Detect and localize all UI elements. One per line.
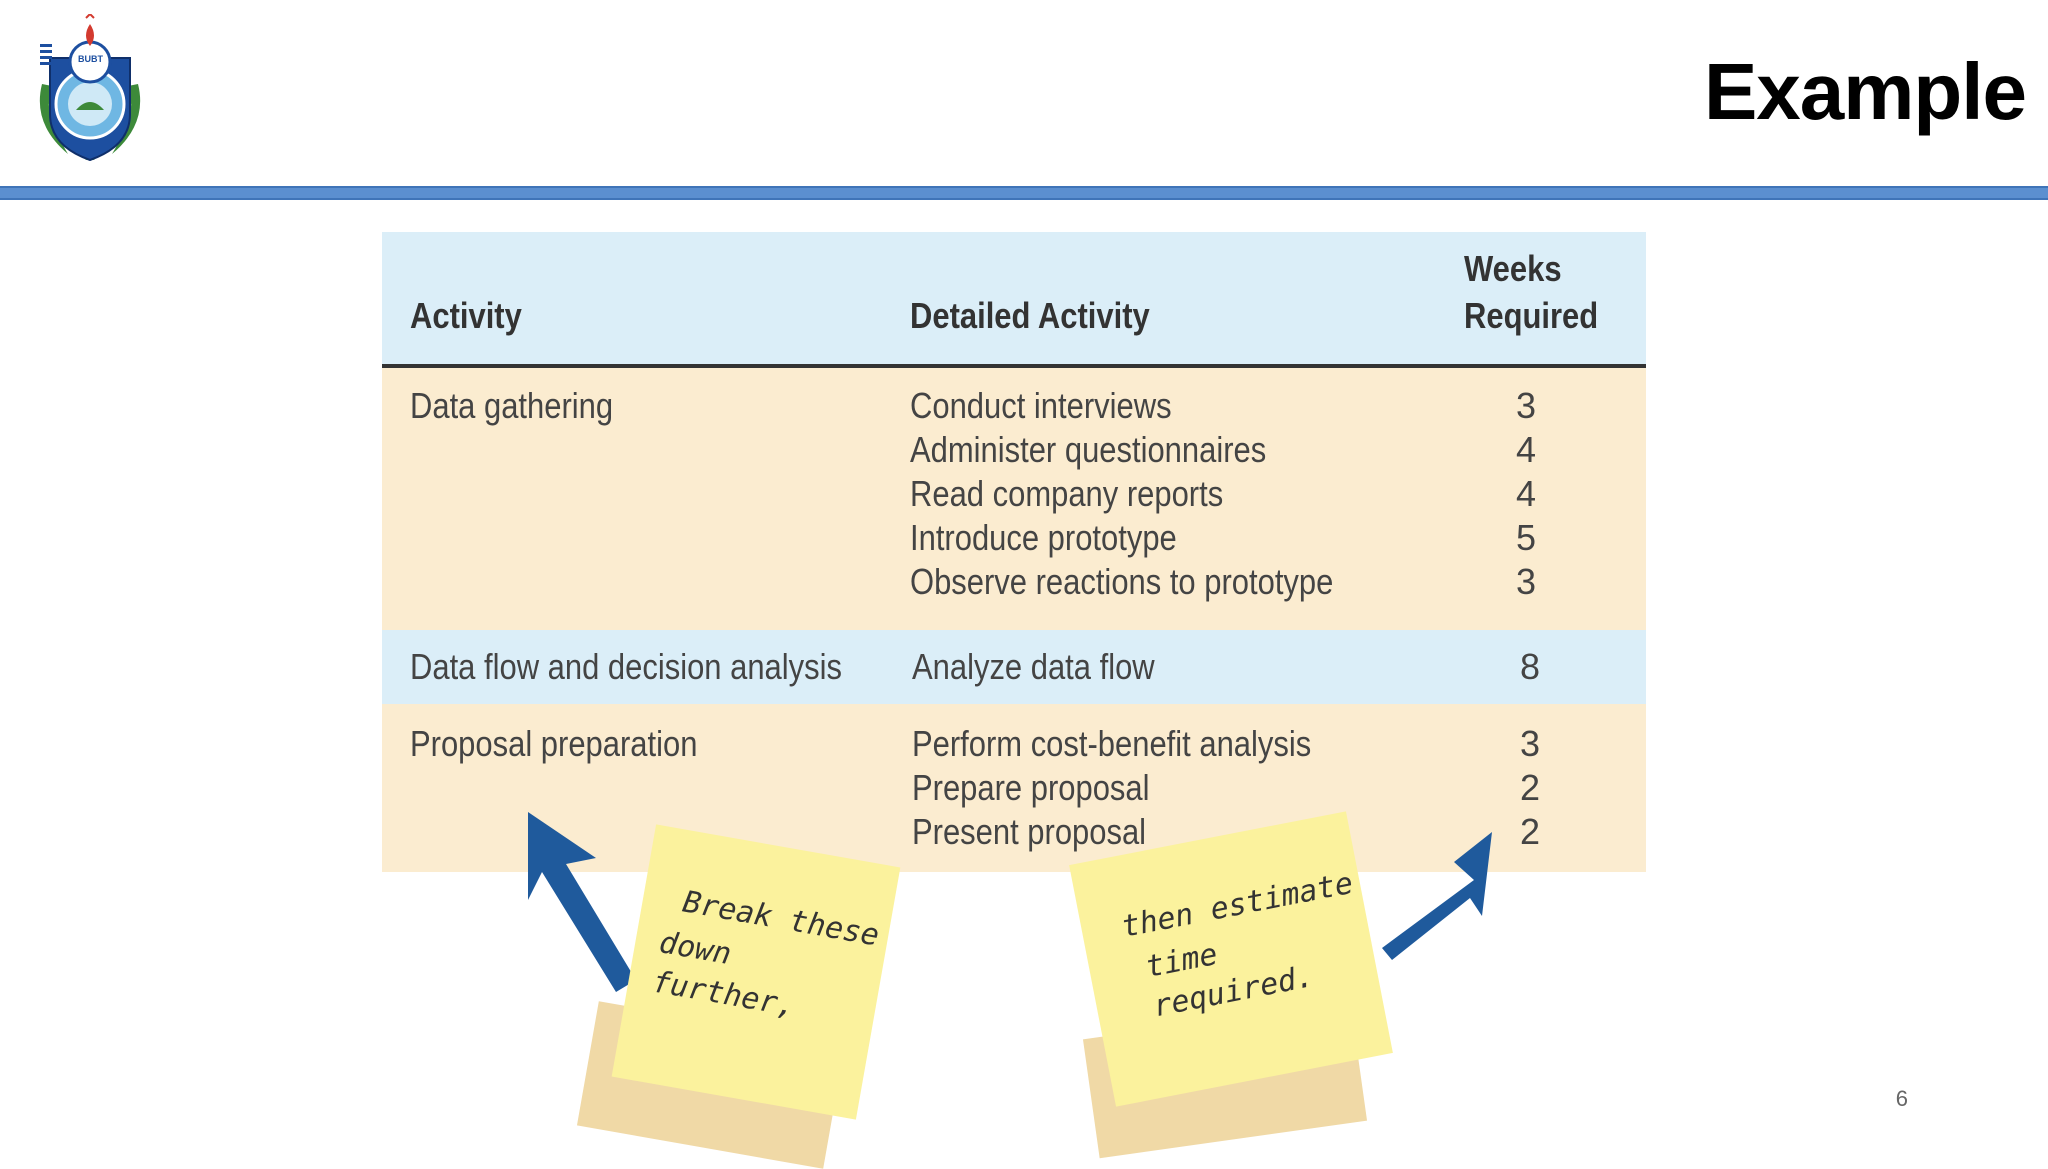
university-logo: BUBT [28,12,152,168]
detail-cell: Observe reactions to prototype [910,561,1334,602]
group-activity: Proposal preparation [410,723,698,764]
slide-title: Example [1703,47,2027,136]
header-detailed-activity: Detailed Activity [910,295,1150,336]
logo-monogram: BUBT [78,54,103,64]
left-arrow-icon [528,812,636,992]
weeks-cell: 4 [1515,473,1537,514]
table-group-data-flow: Data flow and decision analysis Analyze … [382,630,1646,704]
group-activity: Data flow and decision analysis [410,646,842,687]
weeks-cell: 3 [1515,561,1537,602]
weeks-cell: 3 [1519,723,1541,764]
weeks-cell: 2 [1519,811,1541,852]
detail-cell: Conduct interviews [910,385,1172,426]
detail-cell: Administer questionnaires [910,429,1267,470]
right-arrow-icon [1382,832,1492,960]
table-header: Activity Detailed Activity Weeks Require… [382,232,1646,368]
weeks-cell: 3 [1515,385,1537,426]
weeks-cell: 4 [1515,429,1537,470]
detail-cell: Read company reports [910,473,1224,514]
detail-cell: Analyze data flow [912,646,1155,687]
header-weeks: Weeks Required [1464,245,1598,339]
arrows-layer [528,812,1492,992]
group-activity: Data gathering [410,385,614,426]
detail-cell: Present proposal [912,811,1147,852]
table-group-data-gathering: Data gathering Conduct interviews 3 Admi… [382,368,1646,630]
page-number: 6 [1895,1086,1908,1111]
detail-cell: Prepare proposal [912,767,1150,808]
weeks-cell: 8 [1519,646,1541,687]
header-weeks-line1: Weeks [1464,248,1562,289]
header-weeks-line2: Required [1464,295,1599,336]
activity-figure: Activity Detailed Activity Weeks Require… [382,232,1646,1169]
detail-cell: Perform cost-benefit analysis [912,723,1312,764]
left-sticky-note: Break these down further, [611,824,901,1120]
title-divider [0,186,2048,200]
table-group-proposal: Proposal preparation Perform cost-benefi… [382,704,1646,872]
weeks-cell: 2 [1519,767,1541,808]
activity-table: Activity Detailed Activity Weeks Require… [382,232,1646,872]
detail-cell: Introduce prototype [910,517,1177,558]
header-activity: Activity [410,295,522,336]
weeks-cell: 5 [1515,517,1537,558]
